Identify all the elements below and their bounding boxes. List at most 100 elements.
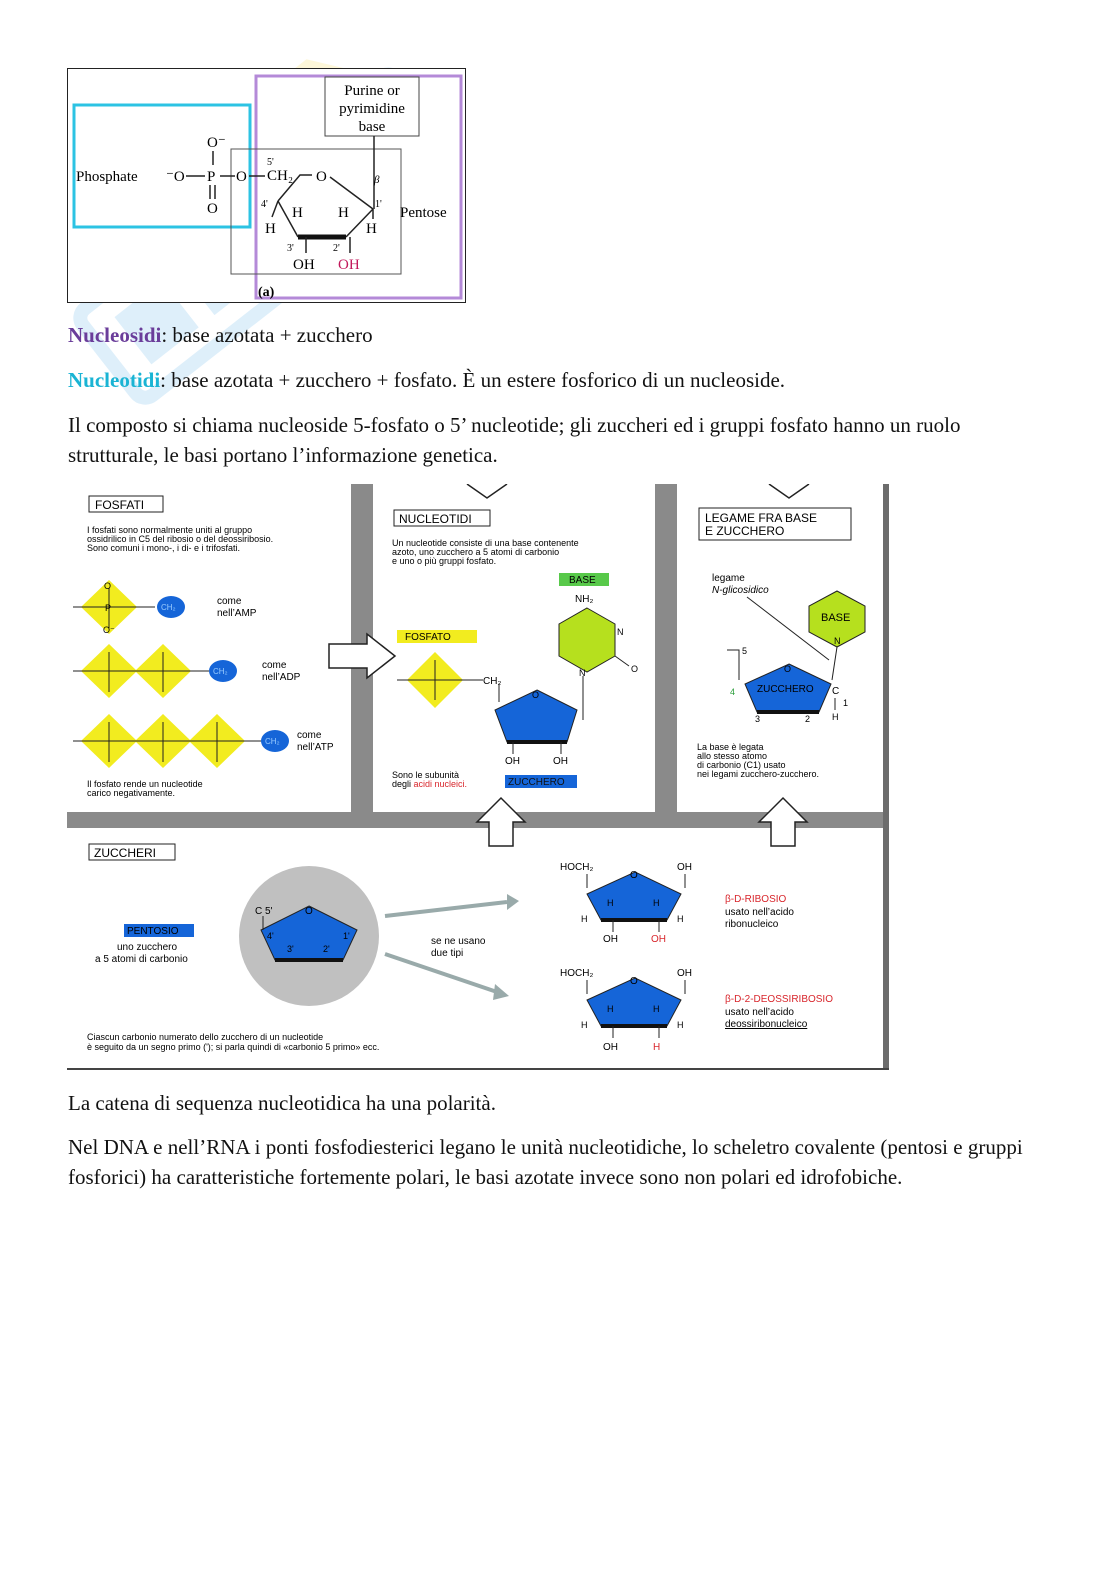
ribosio-hoch2: HOCH₂ — [560, 862, 593, 873]
atom-o-minus: ⁻O — [166, 169, 185, 185]
pentosio-desc-2: a 5 atomi di carbonio — [95, 954, 188, 965]
amp-label-2: nell’AMP — [217, 608, 257, 619]
ribosio-h-in-left: H — [607, 898, 614, 908]
ribosio-desc-1: usato nell’acido — [725, 907, 794, 918]
nucleosidi-definition: Nucleosidi: base azotata + zucchero — [68, 320, 373, 350]
legame-num-1: 1 — [843, 698, 848, 708]
ribosio-desc-2: ribonucleico — [725, 919, 779, 930]
nucleotidi-n-right: N — [617, 627, 624, 637]
nucleotidi-nh2: NH₂ — [575, 594, 593, 605]
adp-label-2: nell’ADP — [262, 672, 301, 683]
legame-zucchero: ZUCCHERO — [757, 684, 814, 695]
deossi-o: O — [630, 976, 638, 987]
amp-o-bottom: O⁻ — [103, 625, 115, 635]
nucleotidi-note-1: Sono le subunità — [392, 770, 459, 780]
nucleotidi-desc-2: azoto, uno zucchero a 5 atomi di carboni… — [392, 547, 559, 557]
figure-caption: (a) — [258, 285, 275, 300]
atom-h-1: H — [366, 221, 377, 237]
legame-num-2: 2 — [805, 714, 810, 724]
zuccheri-footnote-2: è seguito da un segno primo ('); si parl… — [87, 1042, 379, 1052]
nucleotidi-o-right: O — [631, 664, 638, 674]
num-3: 3' — [287, 243, 294, 254]
catena-paragraph: La catena di sequenza nucleotidica ha un… — [68, 1091, 496, 1115]
deossi-title: β-D-2-DEOSSIRIBOSIO — [725, 994, 833, 1005]
legame-title-2: E ZUCCHERO — [705, 524, 784, 538]
se-ne-usano-1: se ne usano — [431, 936, 486, 947]
nucleotidi-desc-1: Un nucleotide consiste di una base conte… — [392, 538, 579, 548]
nucleosidi-text: : base azotata + zucchero — [161, 323, 373, 347]
atp-ch2: CH₂ — [265, 737, 280, 746]
zuccheri-num-3: 3' — [287, 944, 294, 954]
ribosio-h-left: H — [581, 914, 588, 924]
atom-o-bottom: O — [207, 201, 218, 217]
adp-phosphate: CH₂ — [73, 644, 237, 698]
ribosio-oh-top: OH — [677, 862, 692, 873]
nucleotidi-fosfato-tag: FOSFATO — [405, 632, 451, 643]
ribosio-oh-left: OH — [603, 934, 618, 945]
phosphate-label: Phosphate — [76, 169, 138, 185]
atom-beta: β — [373, 174, 380, 186]
ribosio-title: β-D-RIBOSIO — [725, 894, 787, 905]
deossi-h-in-left: H — [607, 1004, 614, 1014]
nucleotidi-zucchero-tag: ZUCCHERO — [508, 777, 565, 788]
nucleotide-structure-figure: Purine or pyrimidine base Phosphate Pent… — [67, 68, 466, 303]
legame-n: N — [834, 636, 841, 646]
atom-p: P — [207, 169, 215, 185]
num-5: 5' — [267, 157, 274, 168]
base-label-line1: Purine or — [344, 83, 399, 99]
deossi-h-right: H — [677, 1020, 684, 1030]
atom-ring-o: O — [316, 169, 327, 185]
nucleotidi-ring-o: O — [532, 690, 539, 700]
zuccheri-title: ZUCCHERI — [94, 846, 156, 860]
atp-label-2: nell’ATP — [297, 742, 334, 753]
fosfati-note-2: carico negativamente. — [87, 788, 175, 798]
legame-base: BASE — [821, 612, 850, 624]
nucleotidi-note-2: degli acidi nucleici. — [392, 779, 467, 789]
amp-label-1: come — [217, 596, 242, 607]
nucleotidi-ch2: CH₂ — [483, 676, 501, 687]
legame-label: legame — [712, 573, 745, 584]
amp-p: P — [105, 603, 111, 613]
ribosio-o: O — [630, 870, 638, 881]
legame-note-4: nei legami zucchero-zucchero. — [697, 769, 819, 779]
legame-note-1: La base è legata — [697, 742, 764, 752]
atp-phosphate: CH₂ — [73, 714, 289, 768]
pentose-region-box — [254, 74, 463, 300]
ribosio-h-in-right: H — [653, 898, 660, 908]
nucleoside-inner-box — [230, 148, 402, 275]
nucleotidi-desc-3: e uno o più gruppi fosfato. — [392, 556, 496, 566]
dna-rna-paragraph: Nel DNA e nell’RNA i ponti fosfodiesteri… — [68, 1135, 1023, 1189]
atom-h-4: H — [265, 221, 276, 237]
fosfati-title: FOSFATI — [95, 498, 144, 512]
deossi-h-bottom: H — [653, 1042, 660, 1053]
zuccheri-footnote-1: Ciascun carbonio numerato dello zucchero… — [87, 1032, 323, 1042]
nucleotidi-definition: Nucleotidi: base azotata + zucchero + fo… — [68, 365, 785, 395]
nucleotidi-title: NUCLEOTIDI — [399, 512, 472, 526]
deossi-hoch2: HOCH₂ — [560, 968, 593, 979]
nucleosidi-term: Nucleosidi — [68, 323, 162, 347]
nucleotidi-term: Nucleotidi — [68, 368, 161, 392]
deossi-oh-left: OH — [603, 1042, 618, 1053]
legame-title-1: LEGAME FRA BASE — [705, 511, 817, 525]
nucleotidi-base-tag: BASE — [569, 575, 596, 586]
atom-h-inner-right: H — [338, 205, 349, 221]
adp-ch2: CH₂ — [213, 667, 228, 676]
zuccheri-num-4: 4' — [267, 931, 274, 941]
base-label-line2: pyrimidine — [339, 101, 405, 117]
ribosio-oh-right: OH — [651, 934, 666, 945]
nucleotide-components-diagram: FOSFATI I fosfati sono normalmente uniti… — [67, 484, 889, 1070]
amp-phosphate: O P O⁻ CH₂ — [73, 580, 185, 635]
legame-num-4: 4 — [730, 687, 735, 697]
zuccheri-num-2: 2' — [323, 944, 330, 954]
amp-o-top: O — [104, 581, 111, 591]
se-ne-usano-2: due tipi — [431, 948, 463, 959]
fosfati-note-1: Il fosfato rende un nucleotide — [87, 779, 203, 789]
legame-h: H — [832, 712, 839, 722]
atom-ch2: CH₂ — [267, 168, 293, 184]
fosfati-desc-3: Sono comuni i mono-, i di- e i trifosfat… — [87, 543, 240, 553]
adp-label-1: come — [262, 660, 287, 671]
ribosio-h-right: H — [677, 914, 684, 924]
legame-num-5: 5 — [742, 646, 747, 656]
composto-paragraph: Il composto si chiama nucleoside 5-fosfa… — [68, 413, 961, 467]
deossi-h-left: H — [581, 1020, 588, 1030]
